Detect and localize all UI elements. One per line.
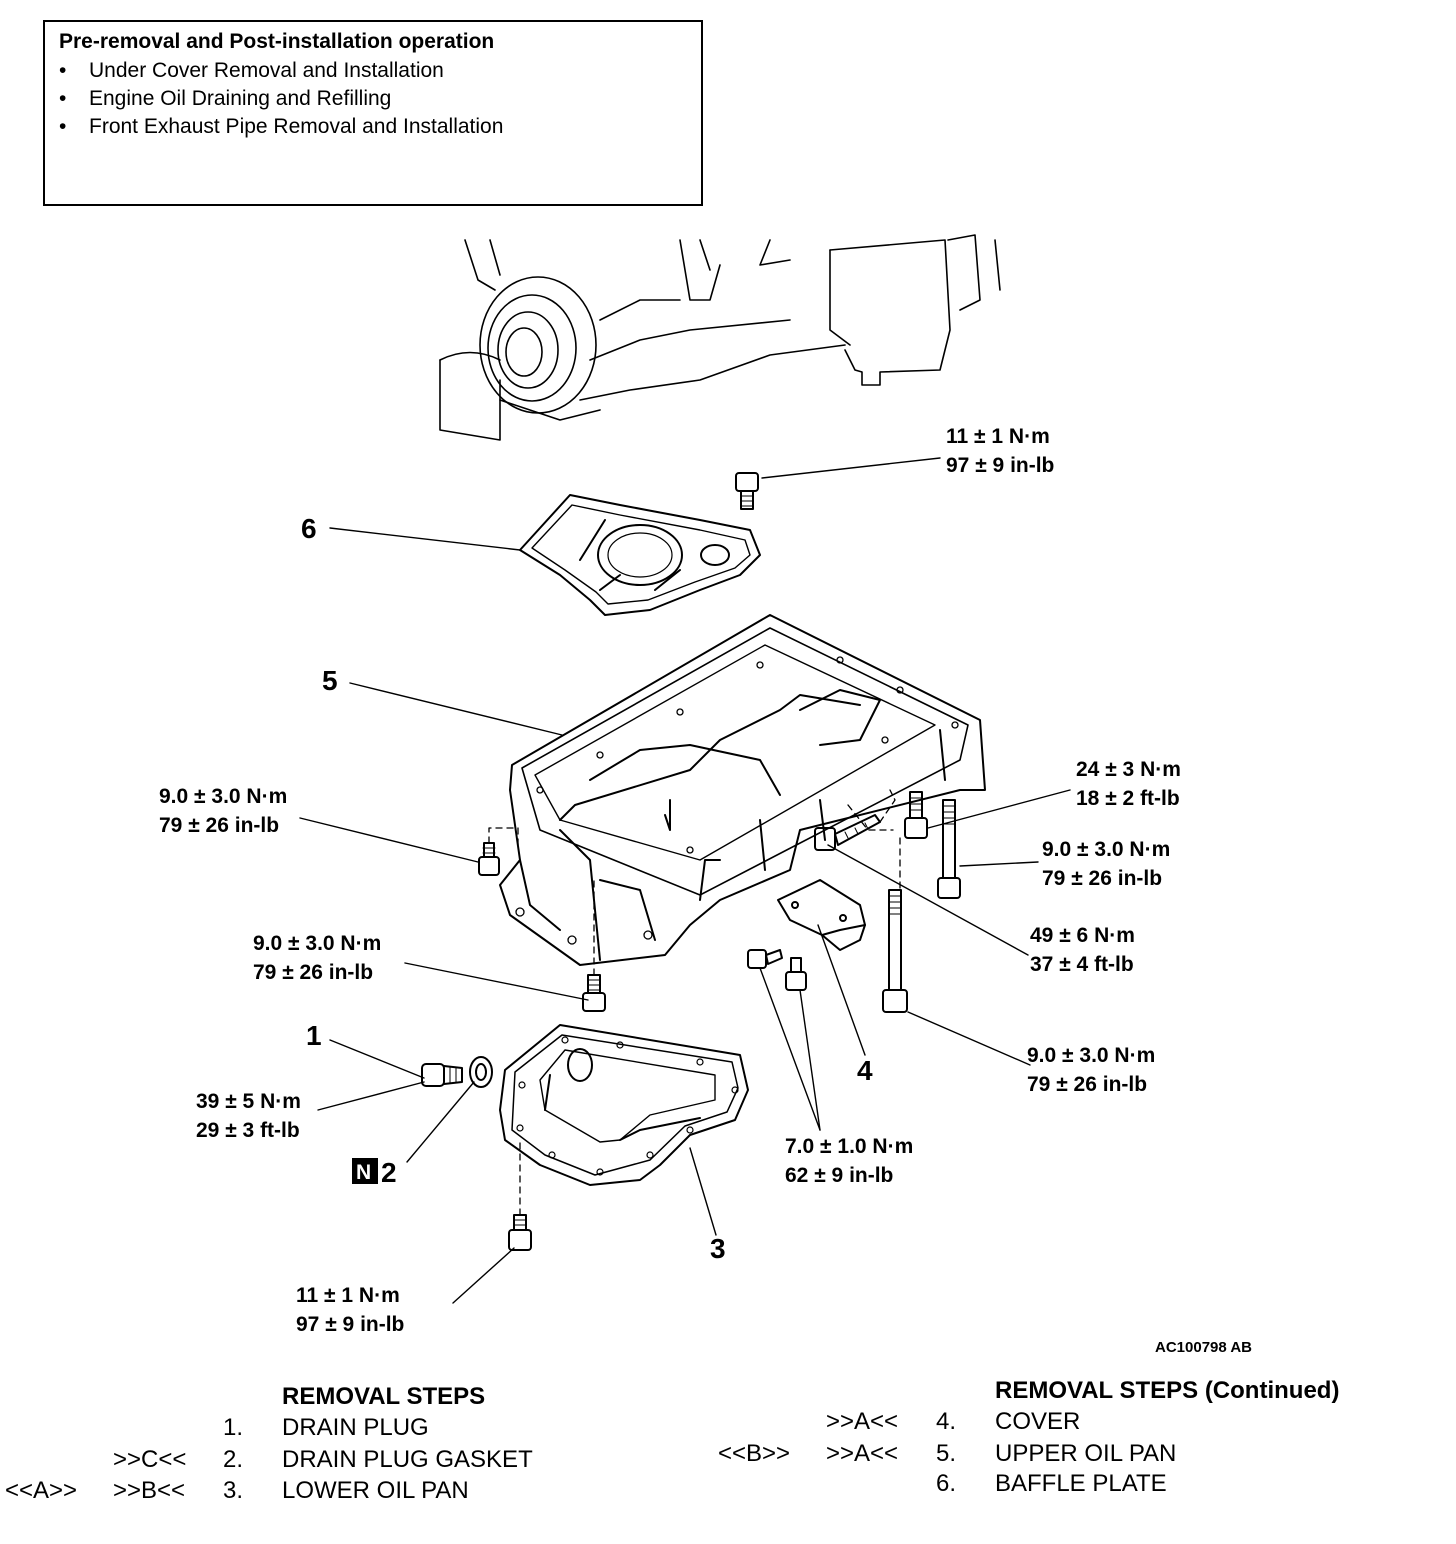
svg-text:18 ± 2 ft-lb: 18 ± 2 ft-lb	[1076, 787, 1180, 810]
step-label: BAFFLE PLATE	[995, 1470, 1167, 1497]
upper-left-bolt	[478, 842, 500, 876]
torque-drain-plug: 39 ± 5 N·m 29 ± 3 ft-lb	[196, 1090, 301, 1142]
svg-text:24 ± 3 N·m: 24 ± 3 N·m	[1076, 758, 1181, 781]
lower-oil-pan	[499, 1024, 749, 1186]
svg-text:62 ± 9 in-lb: 62 ± 9 in-lb	[785, 1164, 893, 1187]
svg-text:9.0 ± 3.0 N·m: 9.0 ± 3.0 N·m	[253, 932, 381, 955]
svg-text:79 ± 26 in-lb: 79 ± 26 in-lb	[1042, 867, 1162, 890]
drain-plug	[421, 1063, 463, 1087]
torque-lower-pan: 11 ± 1 N·m 97 ± 9 in-lb	[296, 1284, 404, 1336]
baffle-bolt	[735, 472, 759, 510]
step-num: 2.	[223, 1446, 244, 1473]
svg-text:79 ± 26 in-lb: 79 ± 26 in-lb	[1027, 1073, 1147, 1096]
step-removal-ref: >>A<<	[826, 1440, 899, 1467]
svg-text:97 ± 9 in-lb: 97 ± 9 in-lb	[946, 454, 1054, 477]
step-num: 5.	[936, 1440, 957, 1467]
torque-upper-center: 9.0 ± 3.0 N·m 79 ± 26 in-lb	[253, 932, 381, 984]
svg-text:9.0 ± 3.0 N·m: 9.0 ± 3.0 N·m	[159, 785, 287, 808]
callout-5: 5	[322, 665, 338, 696]
svg-text:9.0 ± 3.0 N·m: 9.0 ± 3.0 N·m	[1027, 1044, 1155, 1067]
alignment-lines	[488, 789, 901, 1216]
torque-upper-left: 9.0 ± 3.0 N·m 79 ± 26 in-lb	[159, 785, 287, 837]
upper-center-bolt	[582, 974, 606, 1012]
new-part-mark-icon: N	[352, 1158, 378, 1184]
operations-box: Pre-removal and Post-installation operat…	[43, 20, 703, 206]
step-removal-ref: >>A<<	[826, 1408, 899, 1435]
drain-plug-gasket	[469, 1056, 493, 1088]
removal-steps-title: REMOVAL STEPS	[282, 1383, 486, 1410]
step-num: 4.	[936, 1408, 957, 1435]
svg-text:39 ± 5 N·m: 39 ± 5 N·m	[196, 1090, 301, 1113]
torque-cover: 7.0 ± 1.0 N·m 62 ± 9 in-lb	[785, 1135, 913, 1187]
operation-item: •Front Exhaust Pipe Removal and Installa…	[59, 115, 504, 138]
operations-title: Pre-removal and Post-installation operat…	[59, 30, 495, 53]
figure-code: AC100798 AB	[1155, 1339, 1252, 1356]
svg-text:79 ± 26 in-lb: 79 ± 26 in-lb	[159, 814, 279, 837]
step-num: 1.	[223, 1414, 244, 1441]
torque-upper-right-b: 9.0 ± 3.0 N·m 79 ± 26 in-lb	[1042, 838, 1170, 890]
step-removal-ref: >>C<<	[113, 1446, 187, 1473]
bullet: •	[59, 87, 67, 110]
svg-text:7.0 ± 1.0 N·m: 7.0 ± 1.0 N·m	[785, 1135, 913, 1158]
torque-lower-right: 9.0 ± 3.0 N·m 79 ± 26 in-lb	[1027, 1044, 1155, 1096]
cover	[777, 879, 866, 951]
svg-text:N: N	[356, 1161, 371, 1184]
svg-text:11 ± 1 N·m: 11 ± 1 N·m	[296, 1284, 400, 1307]
step-label: LOWER OIL PAN	[282, 1477, 469, 1504]
operation-item: •Engine Oil Draining and Refilling	[59, 87, 392, 110]
engine-block	[439, 234, 1001, 441]
callout-3: 3	[710, 1233, 726, 1264]
lower-pan-bolt	[508, 1214, 532, 1251]
svg-text:9.0 ± 3.0 N·m: 9.0 ± 3.0 N·m	[1042, 838, 1170, 861]
torque-upper-long: 49 ± 6 N·m 37 ± 4 ft-lb	[1030, 924, 1135, 976]
upper-oil-pan	[499, 614, 986, 966]
svg-text:97 ± 9 in-lb: 97 ± 9 in-lb	[296, 1313, 404, 1336]
callout-1: 1	[306, 1020, 322, 1051]
svg-text:37 ± 4 ft-lb: 37 ± 4 ft-lb	[1030, 953, 1134, 976]
torque-upper-right-a: 24 ± 3 N·m 18 ± 2 ft-lb	[1076, 758, 1181, 810]
upper-right-bolt-short	[904, 791, 928, 839]
callout-2: 2	[381, 1157, 397, 1188]
step-label: DRAIN PLUG	[282, 1414, 429, 1441]
leader-lines	[299, 457, 1071, 1304]
callout-6: 6	[301, 513, 317, 544]
step-num: 6.	[936, 1470, 957, 1497]
step-label: DRAIN PLUG GASKET	[282, 1446, 533, 1473]
cover-long-bolt	[882, 889, 908, 1013]
cover-bolt-right	[785, 957, 807, 991]
svg-text:29 ± 3 ft-lb: 29 ± 3 ft-lb	[196, 1119, 300, 1142]
bullet: •	[59, 59, 67, 82]
removal-steps-cont-title: REMOVAL STEPS (Continued)	[995, 1377, 1340, 1404]
baffle-plate	[519, 494, 761, 616]
step-install-ref: <<B>>	[718, 1440, 791, 1467]
step-label: COVER	[995, 1408, 1081, 1435]
step-install-ref: <<A>>	[5, 1477, 78, 1504]
torque-baffle-bolt: 11 ± 1 N·m 97 ± 9 in-lb	[946, 425, 1054, 477]
bullet: •	[59, 115, 67, 138]
cover-bolt-left	[747, 949, 783, 969]
callout-4: 4	[857, 1055, 873, 1086]
step-num: 3.	[223, 1477, 244, 1504]
svg-text:79 ± 26 in-lb: 79 ± 26 in-lb	[253, 961, 373, 984]
step-label: UPPER OIL PAN	[995, 1440, 1177, 1467]
step-removal-ref: >>B<<	[113, 1477, 186, 1504]
operation-item: •Under Cover Removal and Installation	[59, 59, 444, 82]
svg-text:49 ± 6 N·m: 49 ± 6 N·m	[1030, 924, 1135, 947]
exploded-diagram: 6 5 1 N 2 3 4 11 ± 1 N·m 97 ± 9 in-lb 9.…	[159, 234, 1252, 1356]
upper-right-bolt-long	[937, 799, 961, 899]
svg-text:11 ± 1 N·m: 11 ± 1 N·m	[946, 425, 1050, 448]
